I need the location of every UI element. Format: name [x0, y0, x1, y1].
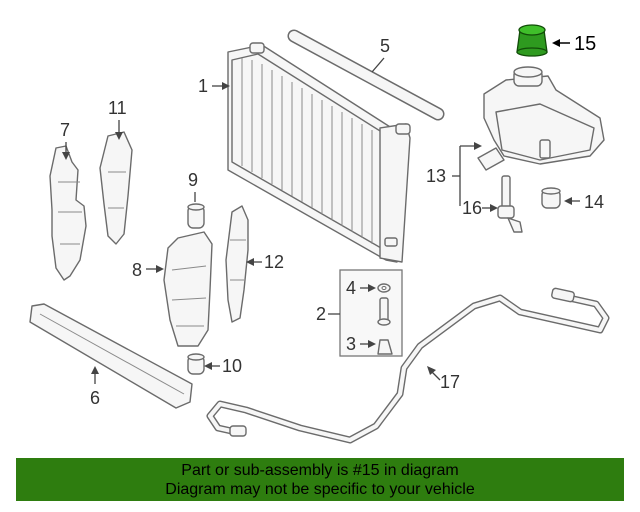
- banner-line-disclaimer: Diagram may not be specific to your vehi…: [165, 481, 475, 498]
- callout-15: 15: [552, 33, 596, 55]
- callout-9: 9: [188, 170, 198, 202]
- air-deflector-left[interactable]: [49, 145, 87, 281]
- callout-17-number: 17: [440, 372, 460, 392]
- callout-6-number: 6: [90, 388, 100, 408]
- callout-3-number: 3: [346, 334, 356, 354]
- callout-8: 8: [132, 260, 164, 280]
- callout-14: 14: [564, 192, 604, 212]
- callout-17: 17: [427, 366, 460, 392]
- level-sensor[interactable]: [497, 175, 523, 233]
- callout-5: 5: [371, 36, 390, 73]
- callout-10-number: 10: [222, 356, 242, 376]
- callout-11-number: 11: [108, 98, 127, 118]
- callout-2-number: 2: [316, 304, 326, 324]
- callout-8-number: 8: [132, 260, 142, 280]
- expansion-tank-cap[interactable]: [516, 24, 548, 57]
- callout-10: 10: [204, 356, 242, 376]
- callout-12-number: 12: [264, 252, 284, 272]
- mount-bushing-lower[interactable]: [187, 353, 205, 375]
- callout-5-number: 5: [380, 36, 390, 56]
- callout-1-number: 1: [198, 76, 208, 96]
- callout-4: 4: [346, 278, 376, 298]
- callout-1: 1: [198, 76, 230, 96]
- callout-6: 6: [90, 366, 100, 408]
- tank-mount[interactable]: [541, 187, 561, 209]
- callout-16: 16: [462, 198, 498, 218]
- callout-2: 2: [316, 304, 340, 324]
- mount-bushing-upper[interactable]: [187, 203, 205, 229]
- radiator[interactable]: [227, 42, 411, 263]
- callout-4-number: 4: [346, 278, 356, 298]
- air-deflector-right[interactable]: [225, 205, 249, 323]
- callout-3: 3: [346, 334, 376, 354]
- parts-diagram: 1 5 7 11 9: [29, 24, 610, 444]
- fitment-notice-banner: Part or sub-assembly is #15 in diagram D…: [16, 458, 624, 501]
- air-guide-lower[interactable]: [163, 231, 213, 347]
- callout-15-number: 15: [574, 33, 596, 55]
- lower-air-duct[interactable]: [29, 303, 193, 409]
- callout-11: 11: [108, 98, 127, 140]
- callout-7: 7: [60, 120, 70, 160]
- callout-16-number: 16: [462, 198, 482, 218]
- air-deflector-upper[interactable]: [99, 131, 133, 245]
- callout-9-number: 9: [188, 170, 198, 190]
- expansion-tank[interactable]: [477, 66, 605, 171]
- callout-14-number: 14: [584, 192, 604, 212]
- callout-7-number: 7: [60, 120, 70, 140]
- upper-hose[interactable]: [287, 29, 445, 121]
- banner-line-part: Part or sub-assembly is #15 in diagram: [181, 462, 459, 479]
- callout-13: 13: [426, 142, 482, 206]
- callout-13-number: 13: [426, 166, 446, 186]
- coolant-line[interactable]: [206, 287, 610, 444]
- callout-12: 12: [246, 252, 284, 272]
